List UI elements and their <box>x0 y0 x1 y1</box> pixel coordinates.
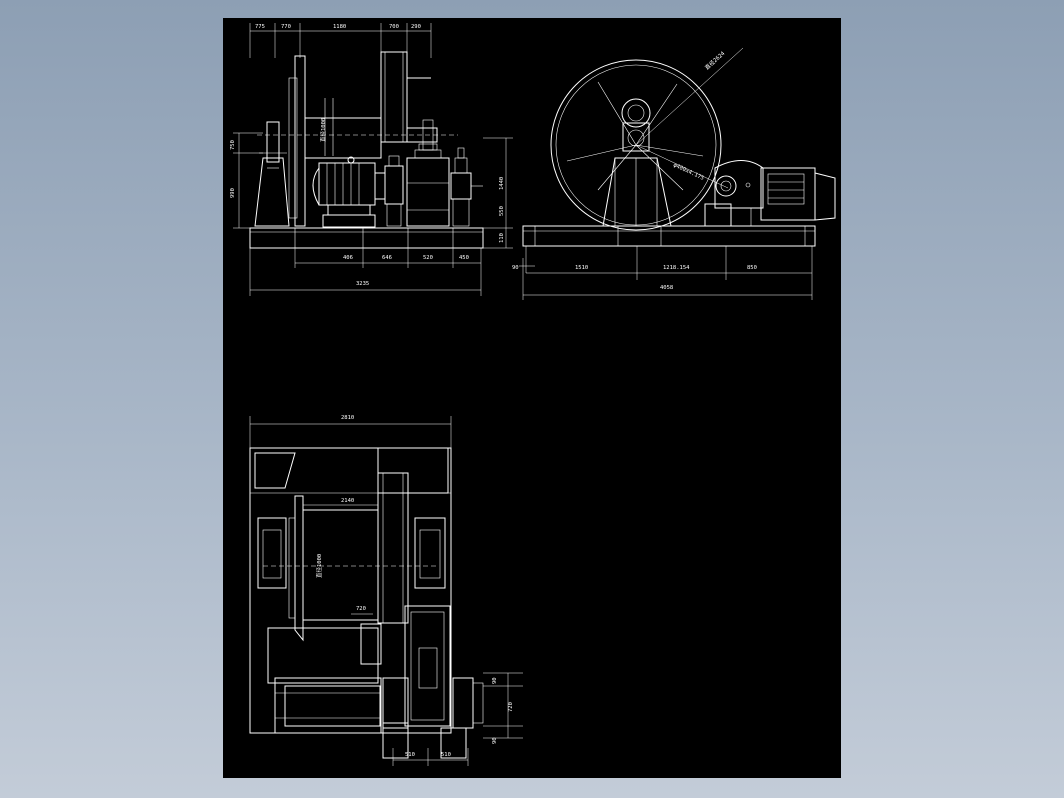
plan-bottom-dim-2: 510 <box>441 752 451 758</box>
plan-drum-width: 2140 <box>341 498 354 504</box>
side-bottom-dim-1: 1510 <box>575 265 588 271</box>
front-bottom-dim-4: 450 <box>459 255 469 261</box>
plan-bottom-dim-1: 510 <box>405 752 415 758</box>
side-rope-label: φ400x4.175 <box>672 162 705 181</box>
front-left-dim-2: 990 <box>230 188 236 198</box>
front-top-dim-2: 770 <box>281 24 291 30</box>
front-bottom-dim-1: 406 <box>343 255 353 261</box>
plan-drum-label: 直径1000 <box>315 554 323 578</box>
side-bottom-dim-2: 1218.154 <box>663 265 690 271</box>
front-bottom-dim-3: 520 <box>423 255 433 261</box>
plan-right-dim-1: 90 <box>492 677 498 684</box>
front-drum-label: 直径1000 <box>319 118 327 142</box>
front-top-dim-1: 775 <box>255 24 265 30</box>
cad-drawing: 775 770 1180 700 290 750 990 1440 550 11… <box>230 23 836 766</box>
front-top-dim-3: 1180 <box>333 24 346 30</box>
front-view: 775 770 1180 700 290 750 990 1440 550 11… <box>230 23 513 296</box>
front-top-dim-4: 700 <box>389 24 399 30</box>
side-diameter-label: 直径2624 <box>703 49 727 72</box>
front-right-dim-1: 1440 <box>499 177 505 190</box>
front-right-dim-3: 110 <box>499 233 505 243</box>
plan-view: 2810 2140 直径1000 720 <box>249 415 523 766</box>
drawing-sheet: 775 770 1180 700 290 750 990 1440 550 11… <box>223 18 841 778</box>
side-view: 直径2624 φ400x4.175 90 <box>512 47 836 300</box>
front-right-dim-2: 550 <box>499 206 505 216</box>
side-left-dim: 90 <box>512 265 519 271</box>
side-bottom-dim-3: 850 <box>747 265 757 271</box>
front-total-width: 3235 <box>356 281 369 287</box>
plan-top-dim: 2810 <box>341 415 354 421</box>
front-top-dim-5: 290 <box>411 24 421 30</box>
plan-right-dim-2: 720 <box>508 702 514 712</box>
plan-gear-dim: 720 <box>356 606 366 612</box>
front-left-dim-1: 750 <box>230 140 236 150</box>
side-total-width: 4058 <box>660 285 673 291</box>
front-bottom-dim-2: 646 <box>382 255 392 261</box>
plan-right-dim-3: 90 <box>492 737 498 744</box>
